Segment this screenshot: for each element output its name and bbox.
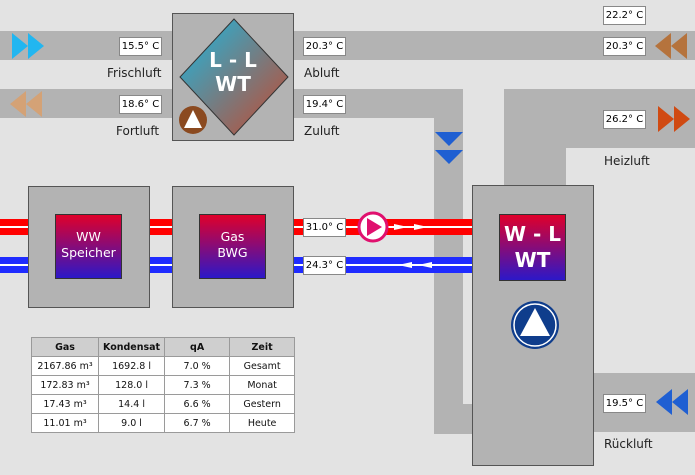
cell-kondensat: 9.0 l: [97, 413, 166, 433]
abluft-right-temp-value: 20.3° C: [603, 37, 646, 56]
header-gas: Gas: [31, 337, 99, 357]
cell-gas: 11.01 m³: [31, 413, 99, 433]
abluft-label: Abluft: [304, 66, 340, 80]
llwt-fan-triangle-icon[interactable]: [178, 105, 208, 135]
abluft-in-temp-value: 20.3° C: [303, 37, 346, 56]
cell-gas: 172.83 m³: [31, 375, 99, 395]
cell-kondensat: 14.4 l: [97, 394, 166, 414]
table-header-row: Gas Kondensat qA Zeit: [31, 337, 296, 357]
frischluft-label: Frischluft: [107, 66, 162, 80]
llwt-title: L - L WT: [173, 48, 293, 96]
supply-pipe-left: [0, 219, 30, 235]
table-row: 17.43 m³ 14.4 l 6.6 % Gestern: [31, 394, 296, 414]
fortluft-arrow-icon: [10, 91, 42, 117]
frischluft-temp-value: 15.5° C: [119, 37, 162, 56]
cell-zeit: Gestern: [229, 394, 296, 414]
cell-kondensat: 1692.8 l: [97, 356, 166, 376]
gas-line2: BWG: [217, 245, 248, 260]
ww-line2: Speicher: [61, 245, 116, 260]
table-row: 2167.86 m³ 1692.8 l 7.0 % Gesamt: [31, 356, 296, 376]
llwt-unit[interactable]: L - L WT: [172, 13, 294, 141]
return-pipe-left: [0, 257, 30, 273]
heizluft-arrow-icon: [658, 106, 690, 132]
ruecklauf-water-temp-value: 24.3° C: [303, 256, 346, 275]
llwt-line2: WT: [215, 72, 251, 96]
duct-supply-bottom: [434, 404, 474, 434]
table-row: 11.01 m³ 9.0 l 6.7 % Heute: [31, 413, 296, 433]
heizluft-label: Heizluft: [604, 154, 650, 168]
cell-zeit: Monat: [229, 375, 296, 395]
duct-frischluft-abluft: [0, 31, 695, 60]
cell-zeit: Gesamt: [229, 356, 296, 376]
zuluft-down-arrow-icon: [435, 132, 463, 164]
abluft-arrow-icon: [655, 33, 687, 59]
cell-qa: 7.3 %: [164, 375, 231, 395]
header-zeit: Zeit: [229, 337, 296, 357]
pump-icon[interactable]: [357, 211, 389, 243]
cell-qa: 7.0 %: [164, 356, 231, 376]
rueckluft-temp-value: 19.5° C: [603, 394, 646, 413]
table-row: 172.83 m³ 128.0 l 7.3 % Monat: [31, 375, 296, 395]
header-qa: qA: [164, 337, 231, 357]
rueckluft-arrow-icon: [656, 389, 688, 415]
ww-line1: WW: [76, 229, 101, 244]
cell-qa: 6.6 %: [164, 394, 231, 414]
cell-qa: 6.7 %: [164, 413, 231, 433]
wlwt-unit[interactable]: W - L WT: [472, 185, 594, 466]
wlwt-line2: WT: [514, 248, 551, 272]
gas-statistics-table: Gas Kondensat qA Zeit 2167.86 m³ 1692.8 …: [31, 337, 296, 433]
return-pipe-mid: [150, 257, 174, 273]
heizluft-temp-value: 26.2° C: [603, 110, 646, 129]
rueckluft-label: Rückluft: [604, 437, 653, 451]
wlwt-fan-triangle-icon[interactable]: [510, 300, 560, 350]
cell-gas: 17.43 m³: [31, 394, 99, 414]
zuluft-label: Zuluft: [304, 124, 340, 138]
llwt-diamond: [179, 18, 289, 136]
wlwt-block: W - L WT: [499, 214, 566, 281]
wlwt-line1: W - L: [503, 222, 562, 246]
fortluft-label: Fortluft: [116, 124, 160, 138]
supply-pipe-mid: [150, 219, 174, 235]
ww-speicher-block: WW Speicher: [55, 214, 122, 279]
ww-speicher-unit[interactable]: WW Speicher: [28, 186, 150, 308]
supply-flow-arrow-icon: [394, 224, 428, 230]
zuluft-temp-value: 19.4° C: [303, 95, 346, 114]
header-kondensat: Kondensat: [97, 337, 166, 357]
frischluft-arrow-icon: [12, 33, 44, 59]
cell-gas: 2167.86 m³: [31, 356, 99, 376]
gas-line1: Gas: [220, 229, 245, 244]
gas-bwg-unit[interactable]: Gas BWG: [172, 186, 294, 308]
cell-zeit: Heute: [229, 413, 296, 433]
gas-bwg-block: Gas BWG: [199, 214, 266, 279]
vorlauf-temp-value: 31.0° C: [303, 218, 346, 237]
outside-temp-value: 22.2° C: [603, 6, 646, 25]
fortluft-temp-value: 18.6° C: [119, 95, 162, 114]
llwt-line1: L - L: [209, 48, 257, 72]
cell-kondensat: 128.0 l: [97, 375, 166, 395]
return-flow-arrow-icon: [398, 262, 432, 268]
